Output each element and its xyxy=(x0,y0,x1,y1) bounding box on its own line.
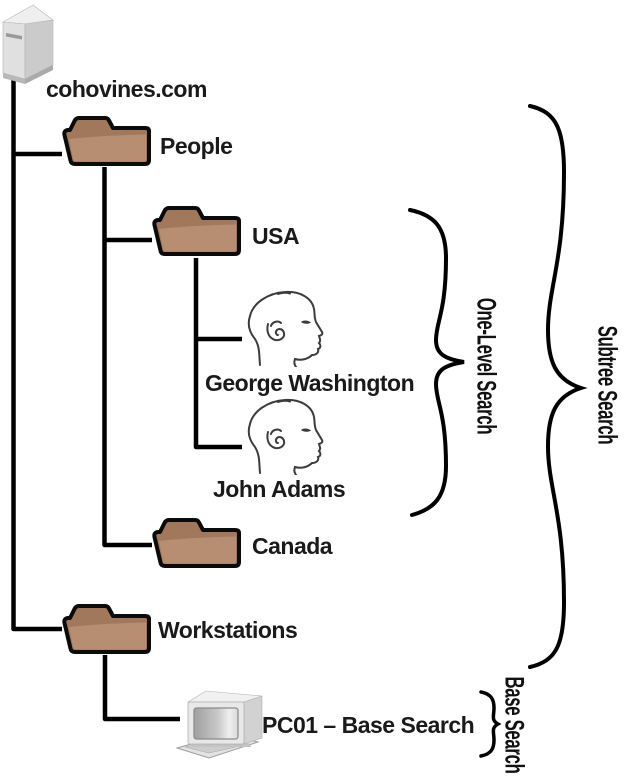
base-search-brace xyxy=(479,690,502,758)
folder-icon-workstations xyxy=(62,604,151,654)
folder-icon-people xyxy=(62,116,151,166)
server-icon xyxy=(2,4,54,84)
node-label-george: George Washington xyxy=(205,370,415,396)
scope-label-base: Base Search xyxy=(499,676,530,774)
node-label-root: cohovines.com xyxy=(46,76,207,102)
subtree-search-brace xyxy=(528,104,588,669)
connector-usa-john xyxy=(193,258,242,450)
node-label-workstations: Workstations xyxy=(158,617,298,643)
scope-braces xyxy=(408,104,588,758)
person-icon-george xyxy=(247,290,324,367)
computer-icon xyxy=(176,690,263,759)
tree-connector-lines xyxy=(11,66,242,722)
folder-icon-canada xyxy=(152,518,241,568)
node-label-john: John Adams xyxy=(213,476,346,502)
node-label-people: People xyxy=(160,133,233,159)
scope-label-one-level: One-Level Search xyxy=(471,297,502,435)
one-level-search-brace xyxy=(408,208,465,517)
node-label-canada: Canada xyxy=(252,533,333,559)
node-label-usa: USA xyxy=(252,223,300,249)
folder-icon-usa xyxy=(152,206,241,256)
connector-people-canada xyxy=(102,167,152,548)
connector-workstations-pc01 xyxy=(102,655,180,722)
scope-label-subtree: Subtree Search xyxy=(592,325,623,445)
person-icon-john xyxy=(247,398,324,475)
node-label-pc01: PC01 – Base Search xyxy=(262,712,475,738)
connector-root-workstations xyxy=(11,66,62,632)
